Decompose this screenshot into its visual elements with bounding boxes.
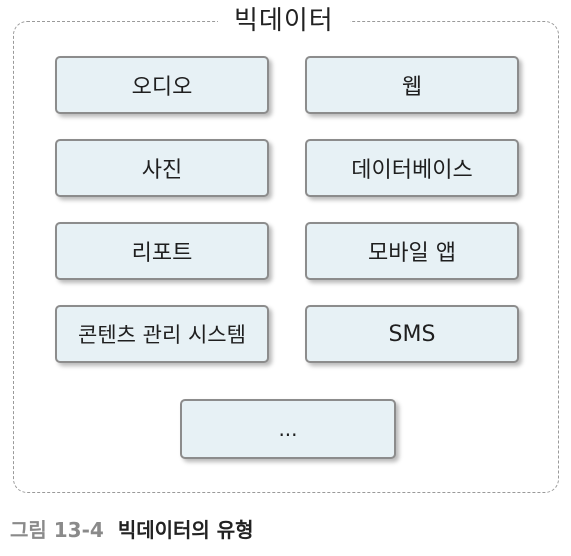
box-mobile-app: 모바일 앱 <box>305 222 519 280</box>
box-sms: SMS <box>305 305 519 363</box>
figure-number: 그림 13-4 <box>10 518 104 542</box>
diagram-title: 빅데이터 <box>218 4 350 38</box>
box-web: 웹 <box>305 56 519 114</box>
box-cms: 콘텐츠 관리 시스템 <box>55 305 269 363</box>
box-audio: 오디오 <box>55 56 269 114</box>
box-more: ... <box>180 399 396 459</box>
box-report: 리포트 <box>55 222 269 280</box>
box-database: 데이터베이스 <box>305 139 519 197</box>
figure-caption: 그림 13-4 빅데이터의 유형 <box>10 514 254 546</box>
box-photo: 사진 <box>55 139 269 197</box>
figure-caption-text: 빅데이터의 유형 <box>117 518 254 542</box>
